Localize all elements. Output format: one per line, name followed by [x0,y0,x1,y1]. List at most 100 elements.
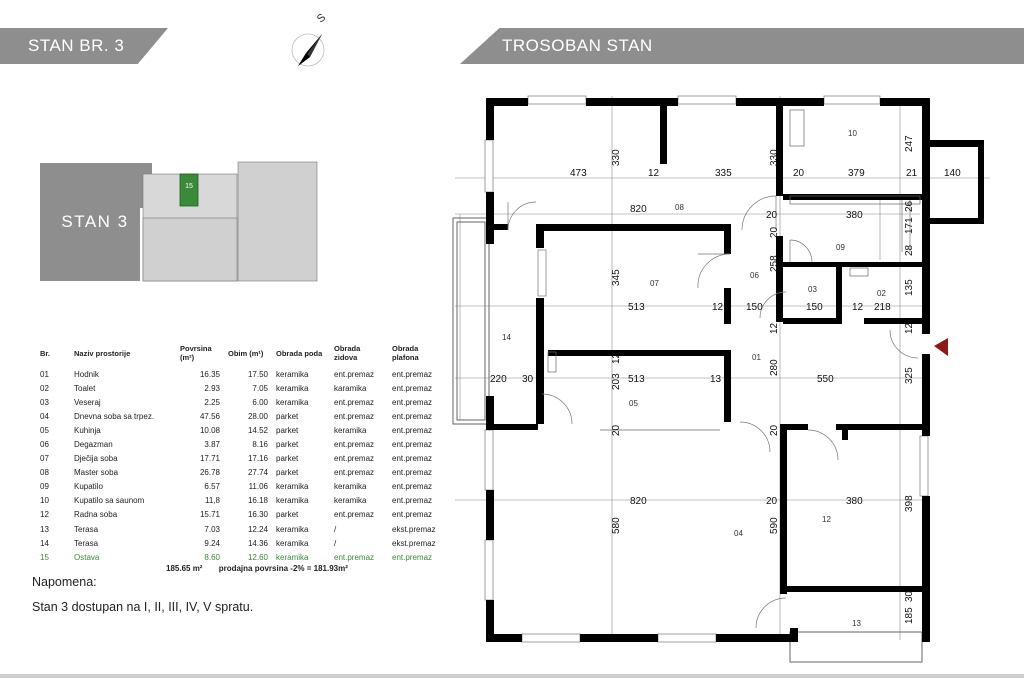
table-cell: ent.premaz [334,369,375,379]
room-label: 02 [877,289,886,298]
room-schedule-table: Br. Naziv prostorije Povrsina (m²) Obim … [36,344,448,564]
dimension-label: 398 [904,495,915,512]
doors [507,195,919,629]
table-cell: ent.premaz [334,552,375,562]
table-cell: ent.premaz [392,454,433,464]
table-cell: Radna soba [74,510,118,520]
dimension-label: 330 [611,149,622,166]
table-cell: 10 [40,496,49,506]
floor-plan: 10 08 09 07 06 03 02 14 01 05 04 12 13 4… [452,95,990,663]
fixtures [547,109,921,431]
table-cell: 08 [40,468,49,478]
table-cell: 28.00 [247,411,268,421]
windows [484,95,929,643]
dimension-label: 171 [904,217,915,234]
table-cell: 15 [40,552,49,562]
dimension-label: 247 [904,135,915,152]
table-cell: 47.56 [199,411,220,421]
table-cell: keramika [276,552,309,562]
compass-label: S [315,11,328,25]
dimension-lines [455,96,990,640]
column-header: Obrada zidova [334,344,361,362]
table-cell: Terasa [74,524,99,534]
table-cell: keramika [276,538,309,548]
dimension-label: 280 [769,359,780,376]
table-cell: 8.60 [204,552,220,562]
table-cell: Hodnik [74,369,99,379]
dimension-label: 379 [848,168,865,179]
dimension-label: 13 [710,374,722,385]
north-arrow-icon: S [291,11,328,67]
key-plan-apartment-label: STAN 3 [61,212,128,231]
table-header-row: Br. Naziv prostorije Povrsina (m²) Obim … [36,344,448,367]
table-cell: 7.05 [252,383,268,393]
room-label: 04 [734,529,743,538]
dimension-label: 30 [522,374,534,385]
table-cell: ent.premaz [334,468,375,478]
key-plan-storage [179,173,199,207]
column-header: Naziv prostorije [74,348,131,358]
column-header: Obrada plafona [392,344,419,362]
dimension-label: 380 [846,210,863,221]
dimension-label: 12 [648,168,660,179]
dimension-label: 513 [628,302,645,313]
area-totals: 185.65 m² prodajna povrsina -2% = 181.93… [166,564,362,573]
room-label: 13 [852,619,861,628]
table-cell: 07 [40,454,49,464]
dimension-label: 513 [628,374,645,385]
table-cell: ent.premaz [334,411,375,421]
apartment-type-title: TROSOBAN STAN [502,36,653,55]
table-cell: keramika [276,496,309,506]
table-cell: 15.71 [199,510,220,520]
dimension-label: 345 [611,269,622,286]
table-cell: ent.premaz [392,482,433,492]
terrace-14-outline [452,217,490,425]
dimension-label: 20 [611,424,622,436]
dimension-label: 20 [766,496,778,507]
table-cell: 01 [40,369,49,379]
table-cell: 2.25 [204,397,220,407]
dimension-label: 12 [852,302,864,313]
table-cell: 09 [40,482,49,492]
dimension-label: 12 [611,352,622,364]
table-cell: 9.24 [204,538,220,548]
table-cell: 16.35 [199,369,220,379]
room-number-labels: 10 08 09 07 06 03 02 14 01 05 04 12 13 [502,129,886,628]
table-cell: 13 [40,524,49,534]
apartment-number-banner: STAN BR. 3 [0,28,168,64]
table-cell: keramika [276,369,309,379]
dimension-label: 135 [904,279,915,296]
dimension-label: 140 [944,168,961,179]
dimension-label: 325 [904,367,915,384]
table-cell: ent.premaz [392,425,433,435]
table-cell: parket [276,468,299,478]
dimension-label: 473 [570,168,587,179]
table-cell: keramika [334,425,367,435]
column-header: Obim (m¹) [228,348,264,358]
terrace-13-outline [789,631,923,663]
dimension-labels: 473 330 12 335 330 20 379 21 140 247 820… [490,135,961,624]
sale-area: prodajna povrsina -2% = 181.93m² [218,564,348,573]
table-cell: 12.60 [247,552,268,562]
table-cell: Dnevna soba sa trpez. [74,411,155,421]
table-cell: 12 [40,510,49,520]
dimension-label: 20 [769,424,780,436]
note-title: Napomena: [32,575,97,589]
table-cell: 17.71 [199,454,220,464]
table-cell: ent.premaz [392,397,433,407]
dimension-label: 590 [769,517,780,534]
table-cell: Ostava [74,552,100,562]
table-cell: keramika [334,482,367,492]
table-cell: parket [276,454,299,464]
table-cell: 10.08 [199,425,220,435]
room-label: 14 [502,333,511,342]
note-text: Stan 3 dostupan na I, II, III, IV, V spr… [32,600,254,614]
table-cell: karamika [334,383,367,393]
